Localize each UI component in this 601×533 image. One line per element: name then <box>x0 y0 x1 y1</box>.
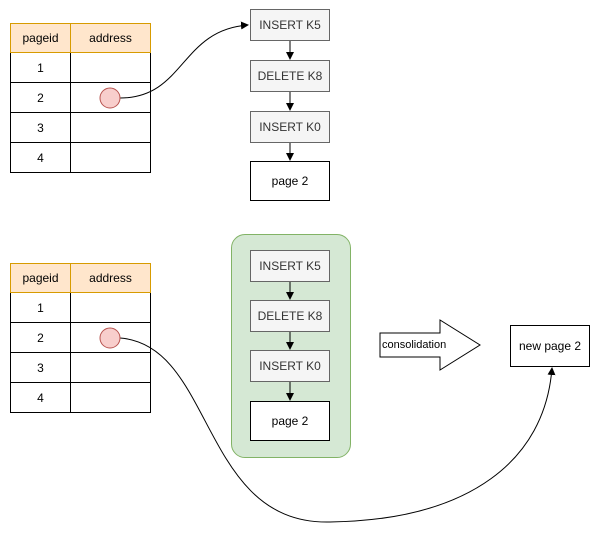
new-page-box: new page 2 <box>510 325 590 367</box>
pageid-cell: 4 <box>10 382 71 413</box>
pointer-arrow-bottom <box>119 337 556 523</box>
consolidation-label: consolidation <box>382 339 447 351</box>
address-cell <box>70 112 151 143</box>
consolidation-arrow-shape <box>379 319 481 371</box>
table-header-address: address <box>70 23 151 53</box>
pointer-dot-top <box>99 87 121 109</box>
pageid-cell: 2 <box>10 82 71 113</box>
base-page-top: page 2 <box>250 161 330 201</box>
pageid-cell: 3 <box>10 112 71 143</box>
pageid-cell: 4 <box>10 142 71 173</box>
table-header-pageid: pageid <box>10 263 71 293</box>
pointer-dot-bottom <box>99 327 121 349</box>
delta-delete-k8-bottom: DELETE K8 <box>250 300 330 332</box>
pageid-cell: 1 <box>10 52 71 83</box>
delta-insert-k5-top: INSERT K5 <box>250 9 330 41</box>
mapping-table-top: pageid address 1 2 3 4 <box>10 23 151 173</box>
mapping-table-bottom: pageid address 1 2 3 4 <box>10 263 151 413</box>
address-cell <box>70 142 151 173</box>
address-cell <box>70 382 151 413</box>
table-header-pageid: pageid <box>10 23 71 53</box>
delta-insert-k0-top: INSERT K0 <box>250 111 330 143</box>
address-cell <box>70 52 151 83</box>
address-cell <box>70 292 151 323</box>
delta-delete-k8-top: DELETE K8 <box>250 60 330 92</box>
delta-insert-k0-bottom: INSERT K0 <box>250 350 330 382</box>
pointer-arrow-top <box>119 21 249 99</box>
table-header-address: address <box>70 263 151 293</box>
delta-insert-k5-bottom: INSERT K5 <box>250 250 330 282</box>
base-page-bottom: page 2 <box>250 401 330 441</box>
